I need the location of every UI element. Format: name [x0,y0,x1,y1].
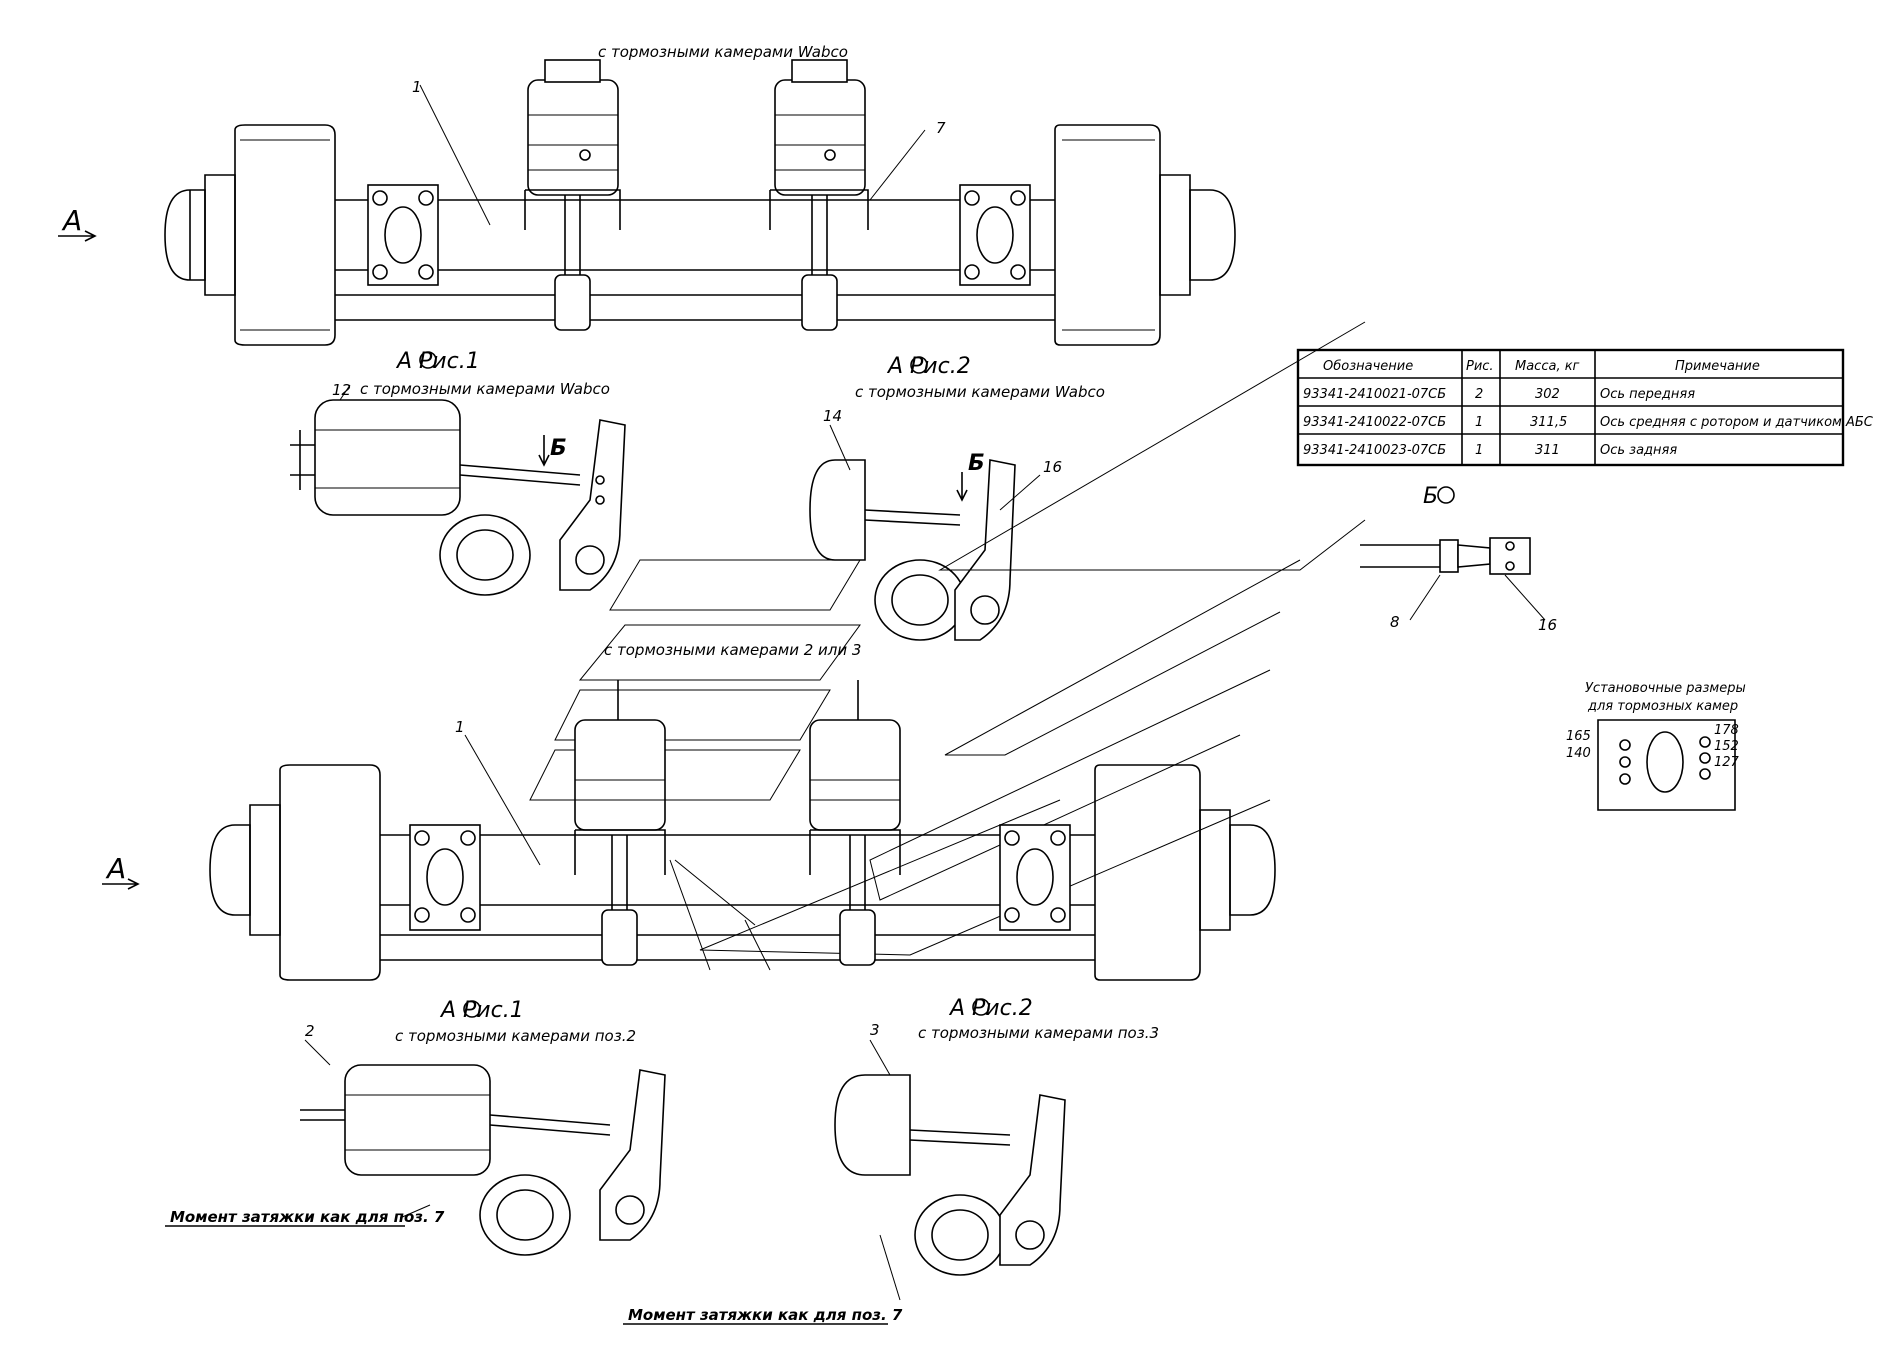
table-header-fig: Рис. [1466,359,1494,374]
bottom-right-hub [1094,764,1276,981]
pos-1-bottom: 1 [455,718,465,736]
pos-3: 3 [870,1021,880,1039]
fig1-bottom-title: А Рис.1 [439,998,524,1023]
table-row-3-note: Ось задняя [1600,443,1677,458]
fig2-bottom-title: А Рис.2 [948,996,1033,1021]
bottom-spring-pad-left [409,824,481,931]
fig1-top-slack-adjuster [290,384,626,596]
pos-2: 2 [305,1022,315,1040]
top-axle-beam [335,199,1055,271]
caption-pos3: с тормозными камерами поз.3 [918,1024,1159,1042]
fig2-top-title: А Рис.2 [886,354,971,379]
b-view-title: Б [1423,484,1438,509]
pos-1-top: 1 [412,78,422,96]
top-spring-pad-right [959,184,1031,286]
top-brake-chamber-left [524,59,621,331]
table-row-1-mass: 302 [1535,387,1560,402]
fig1-bottom-slack-adjuster [300,1039,666,1256]
table-row-2-fig: 1 [1475,415,1483,430]
table-header-designation: Обозначение [1323,359,1413,374]
mounting-plate [1597,719,1736,811]
view-b-detail [1360,537,1546,621]
rotate-view-icon [463,1000,481,1018]
torque-note-2: Момент затяжки как для поз. 7 [628,1306,903,1324]
table-row-2-note: Ось средняя с ротором и датчиком АБС [1600,415,1874,430]
bottom-axle-assembly [209,680,1276,981]
caption-wabco-top: с тормозными камерами Wabco [598,43,848,61]
mount-title-line2: для тормозных камер [1587,699,1738,714]
dim-165: 165 [1566,729,1591,744]
b-arrow-label-2: Б [968,451,985,476]
rotate-view-icon [972,998,990,1016]
view-a-top-label: А [61,204,82,237]
caption-wabco-fig2: с тормозными камерами Wabco [855,383,1105,401]
dim-178: 178 [1714,723,1739,738]
table-row-3-fig: 1 [1475,443,1483,458]
pos-14: 14 [823,407,842,425]
table-row-3-designation: 93341-2410023-07СБ [1303,443,1446,458]
table-row-3-mass: 311 [1535,443,1560,458]
table-row-2-mass: 311,5 [1530,415,1567,430]
caption-wabco-fig1: с тормозными камерами Wabco [360,380,610,398]
top-spring-pad-left [367,184,439,286]
caption-pos2: с тормозными камерами поз.2 [395,1027,636,1045]
rotate-view-icon [1437,486,1455,504]
table-header-note: Примечание [1675,359,1760,374]
table-row-1-designation: 93341-2410021-07СБ [1303,387,1446,402]
top-right-hub [1054,124,1236,346]
bottom-left-hub [209,764,381,981]
top-axle-assembly [164,59,1236,346]
caption-chambers-2-3: с тормозными камерами 2 или 3 [604,641,861,659]
dim-140: 140 [1566,746,1591,761]
bottom-brake-chamber-right [809,680,901,966]
pos-12: 12 [332,381,351,399]
mount-title-line1: Установочные размеры [1585,681,1746,696]
fig1-top-title: А Рис.1 [395,349,480,374]
bottom-spring-pad-right [999,824,1071,931]
table-header-mass: Масса, кг [1515,359,1580,374]
table-row-1-note: Ось передняя [1600,387,1695,402]
rotate-view-icon [910,356,928,374]
pos-8: 8 [1390,613,1400,631]
pos-7: 7 [936,119,946,137]
fig2-bottom-slack-adjuster [834,1039,1066,1301]
b-arrow-label-1: Б [550,436,567,461]
pos-16-b: 16 [1538,616,1557,634]
perspective-planes [529,321,1366,971]
top-brake-chamber-right [769,59,869,331]
fig2-top-slack-adjuster [809,424,1041,641]
text-labels: с тормозными камерами Wabco А А А Рис.1 … [58,43,1874,1325]
bottom-brake-chamber-left [574,680,666,966]
table-row-1-fig: 2 [1475,387,1483,402]
dim-127: 127 [1714,755,1740,770]
torque-note-1: Момент затяжки как для поз. 7 [170,1208,445,1226]
view-direction-icons [419,351,1455,1018]
table-row-2-designation: 93341-2410022-07СБ [1303,415,1446,430]
rotate-view-icon [419,351,437,369]
spec-table [1296,348,1845,467]
top-left-hub [164,124,336,346]
pos-16-a: 16 [1043,458,1062,476]
view-a-bottom-label: А [105,852,126,885]
dim-152: 152 [1714,739,1739,754]
